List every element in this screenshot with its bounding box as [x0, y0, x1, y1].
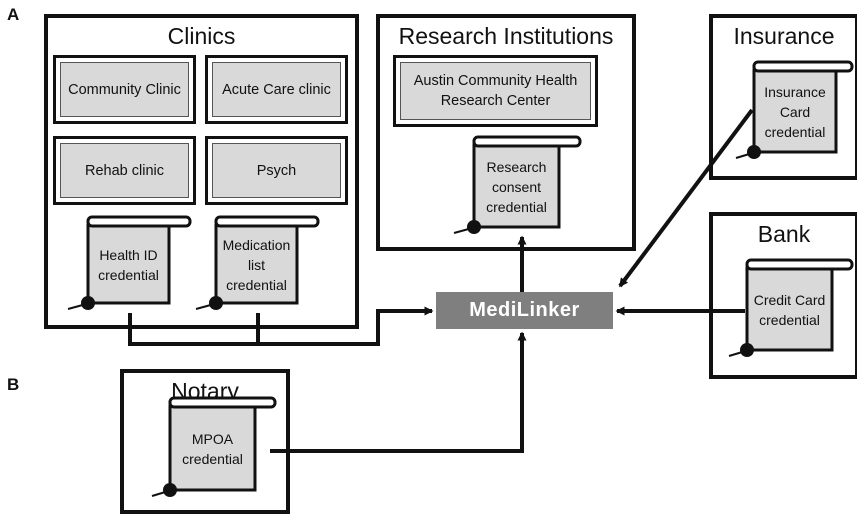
credential-insurance-card: Insurance Card credential	[734, 60, 854, 162]
panel-label-b: B	[7, 375, 20, 394]
scroll-icon	[728, 258, 854, 357]
credential-label: Research consent credential	[486, 159, 547, 215]
institution-austin-research-center: Austin Community Health Research Center	[393, 55, 598, 127]
scroll-icon	[453, 135, 582, 234]
credential-label: MPOA credential	[182, 431, 243, 467]
institution-label: Acute Care clinic	[212, 62, 341, 117]
institution-psych: Psych	[205, 136, 348, 205]
arrow-clinics-to-medilinker	[128, 306, 434, 346]
institution-label: Community Clinic	[60, 62, 189, 117]
institution-acute-care-clinic: Acute Care clinic	[205, 55, 348, 124]
credential-label: Credit Card credential	[753, 292, 826, 328]
clinics-title: Clinics	[167, 23, 236, 49]
scroll-icon	[735, 60, 854, 159]
medilinker-hub: MediLinker	[436, 292, 613, 329]
research-institutions-title: Research Institutions	[398, 23, 614, 49]
arrow-insurance-to-medilinker	[618, 108, 754, 288]
credential-research-consent: Research consent credential	[453, 135, 582, 237]
institution-label: Rehab clinic	[60, 143, 189, 198]
institution-community-clinic: Community Clinic	[53, 55, 196, 124]
insurance-title: Insurance	[733, 23, 835, 49]
bank-title: Bank	[757, 221, 811, 247]
institution-label: Austin Community Health Research Center	[400, 62, 591, 120]
scroll-icon	[67, 215, 192, 310]
credential-credit-card: Credit Card credential	[727, 258, 854, 360]
credential-label: Health ID credential	[98, 247, 159, 283]
credential-medication-list: Medication list credential	[195, 215, 320, 313]
credential-label: Medication list credential	[222, 237, 291, 293]
credential-label: Insurance Card credential	[764, 84, 826, 140]
credential-mpoa: MPOA credential	[150, 396, 277, 500]
panel-label-a: A	[7, 5, 20, 24]
scroll-icon	[151, 396, 277, 497]
arrow-notary-to-medilinker	[270, 331, 527, 453]
credential-health-id: Health ID credential	[67, 215, 192, 313]
institution-rehab-clinic: Rehab clinic	[53, 136, 196, 205]
scroll-icon	[195, 215, 320, 310]
institution-label: Psych	[212, 143, 341, 198]
